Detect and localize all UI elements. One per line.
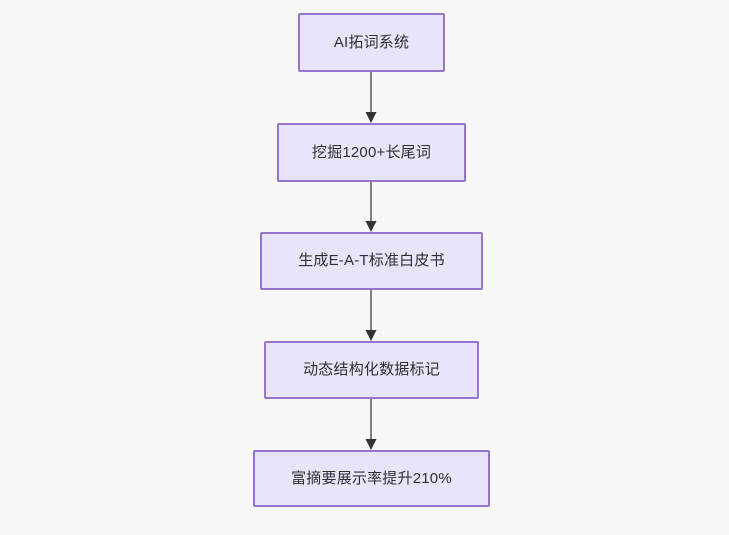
flow-edge-1 — [359, 72, 383, 123]
flow-edge-2 — [359, 182, 383, 232]
arrow-down-icon — [365, 72, 377, 123]
flow-node-label: 生成E-A-T标准白皮书 — [298, 252, 445, 269]
arrow-down-icon — [365, 290, 377, 341]
flow-edge-3 — [359, 290, 383, 341]
flow-node-rich-snippet-rate-increase[interactable]: 富摘要展示率提升210% — [253, 450, 490, 507]
flow-node-ai-keyword-system[interactable]: AI拓词系统 — [298, 13, 445, 72]
flow-node-label: 挖掘1200+长尾词 — [311, 143, 432, 161]
flow-edge-4 — [359, 399, 383, 450]
flow-node-label: AI拓词系统 — [333, 33, 410, 51]
flow-node-generate-eat-whitepaper[interactable]: 生成E-A-T标准白皮书 — [260, 232, 483, 290]
arrow-down-icon — [365, 399, 377, 450]
flow-node-dynamic-structured-data-markup[interactable]: 动态结构化数据标记 — [264, 341, 479, 399]
arrow-down-icon — [365, 182, 377, 232]
flow-node-label: 动态结构化数据标记 — [303, 361, 440, 378]
flow-node-label: 富摘要展示率提升210% — [291, 469, 452, 487]
flow-node-mine-longtail-keywords[interactable]: 挖掘1200+长尾词 — [277, 123, 466, 182]
